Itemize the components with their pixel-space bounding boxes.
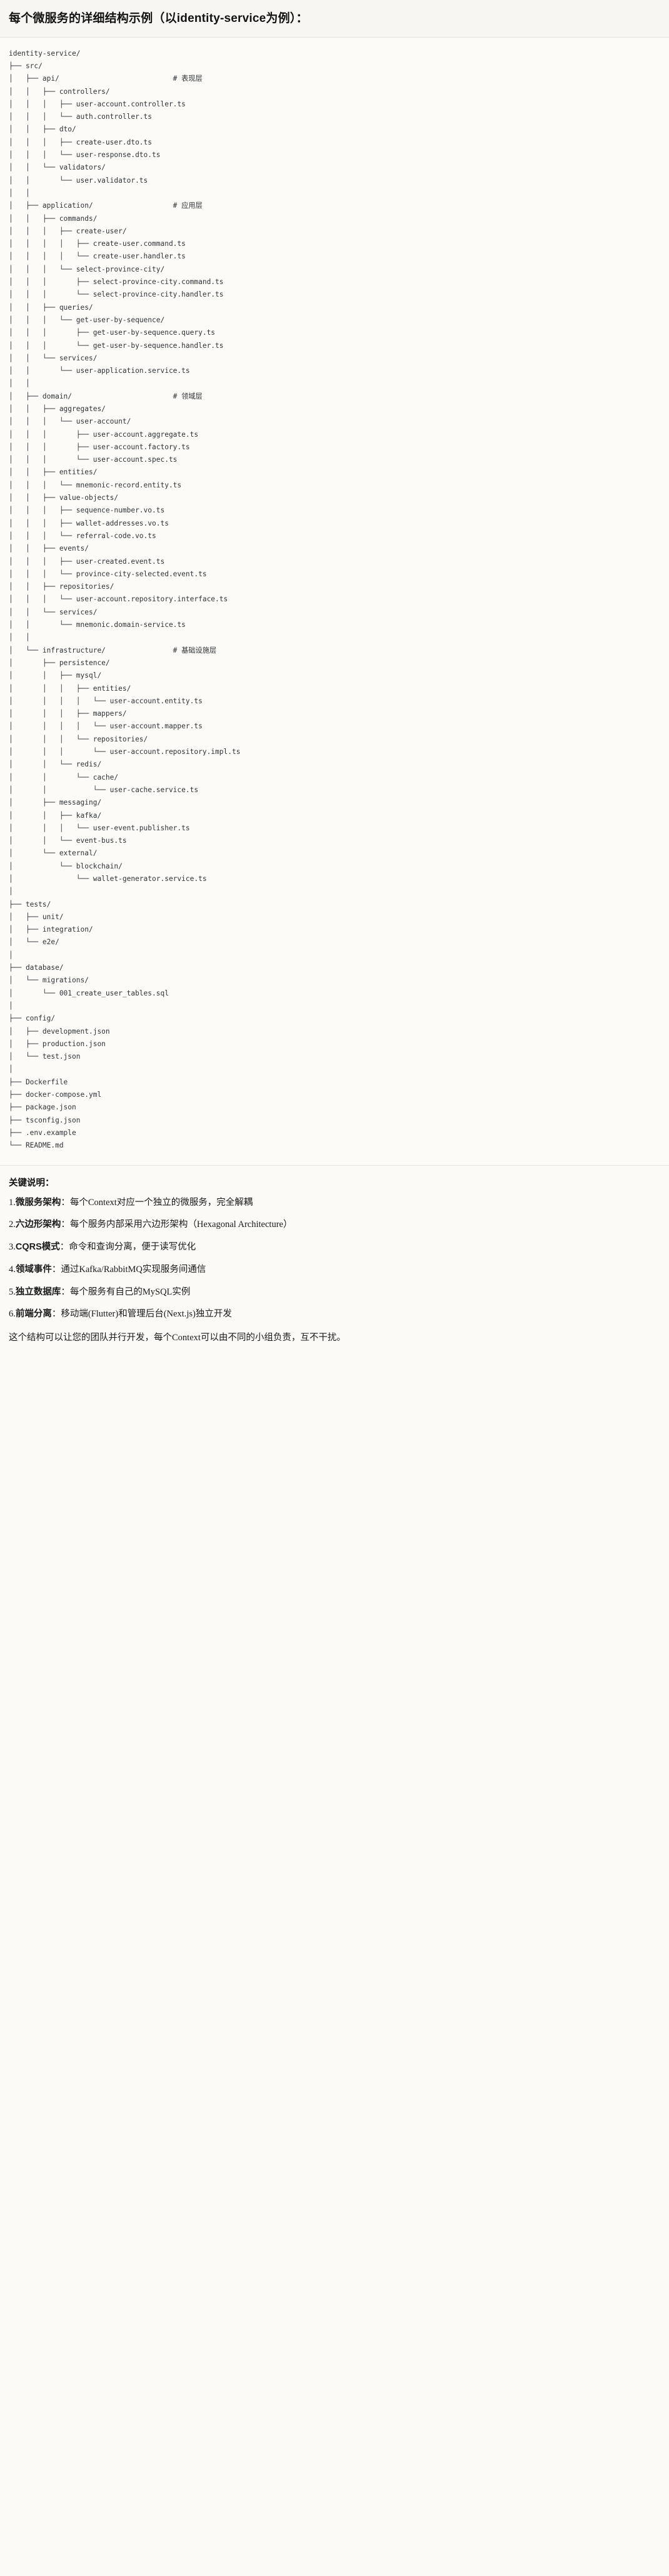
note-label: 前端分离 (15, 1309, 52, 1320)
list-item: 3.CQRS模式：命令和查询分离，便于读写优化 (9, 1241, 660, 1255)
note-text: 每个Context对应一个独立的微服务，完全解耦 (69, 1197, 253, 1208)
note-number: 4. (9, 1264, 16, 1275)
note-separator: ： (61, 1286, 70, 1297)
note-text: 每个服务有自己的MySQL实例 (69, 1286, 191, 1297)
note-separator: ： (59, 1242, 69, 1253)
list-item: 5.独立数据库：每个服务有自己的MySQL实例 (9, 1286, 660, 1300)
page-title: 每个微服务的详细结构示例（以identity-service为例）： (9, 12, 308, 25)
key-notes-title: 关键说明： (9, 1178, 54, 1188)
list-item: 2.六边形架构：每个服务内部采用六边形架构（Hexagonal Architec… (9, 1218, 660, 1232)
note-separator: ： (51, 1309, 61, 1320)
note-label: 领域事件 (15, 1264, 52, 1275)
list-item: 1.微服务架构：每个Context对应一个独立的微服务，完全解耦 (9, 1196, 660, 1210)
note-number: 3. (9, 1242, 16, 1253)
note-text: 通过Kafka/RabbitMQ实现服务间通信 (61, 1264, 206, 1275)
directory-tree-block: identity-service/ ├── src/ │ ├── api/ # … (0, 37, 669, 1165)
note-separator: ： (61, 1197, 70, 1208)
note-text: 移动端(Flutter)和管理后台(Next.js)独立开发 (61, 1309, 232, 1320)
note-text: 每个服务内部采用六边形架构（Hexagonal Architecture） (69, 1219, 293, 1230)
directory-tree: identity-service/ ├── src/ │ ├── api/ # … (9, 49, 241, 1150)
list-item: 4.领域事件：通过Kafka/RabbitMQ实现服务间通信 (9, 1263, 660, 1277)
note-label: 微服务架构 (15, 1197, 61, 1208)
document-header: 每个微服务的详细结构示例（以identity-service为例）： (0, 0, 669, 38)
note-number: 1. (9, 1197, 16, 1208)
key-notes-block: 关键说明： 1.微服务架构：每个Context对应一个独立的微服务，完全解耦 2… (0, 1164, 669, 1357)
note-separator: ： (61, 1219, 70, 1230)
note-number: 6. (9, 1309, 16, 1320)
note-label: CQRS模式 (15, 1242, 60, 1253)
note-number: 2. (9, 1219, 16, 1230)
note-text: 命令和查询分离，便于读写优化 (69, 1242, 196, 1253)
note-separator: ： (51, 1264, 61, 1275)
list-item: 6.前端分离：移动端(Flutter)和管理后台(Next.js)独立开发 (9, 1308, 660, 1321)
note-number: 5. (9, 1286, 16, 1297)
key-notes-list: 1.微服务架构：每个Context对应一个独立的微服务，完全解耦 2.六边形架构… (9, 1196, 660, 1322)
note-label: 六边形架构 (15, 1219, 61, 1230)
closing-paragraph: 这个结构可以让您的团队并行开发，每个Context可以由不同的小组负责，互不干扰… (9, 1333, 346, 1343)
note-label: 独立数据库 (15, 1286, 61, 1297)
